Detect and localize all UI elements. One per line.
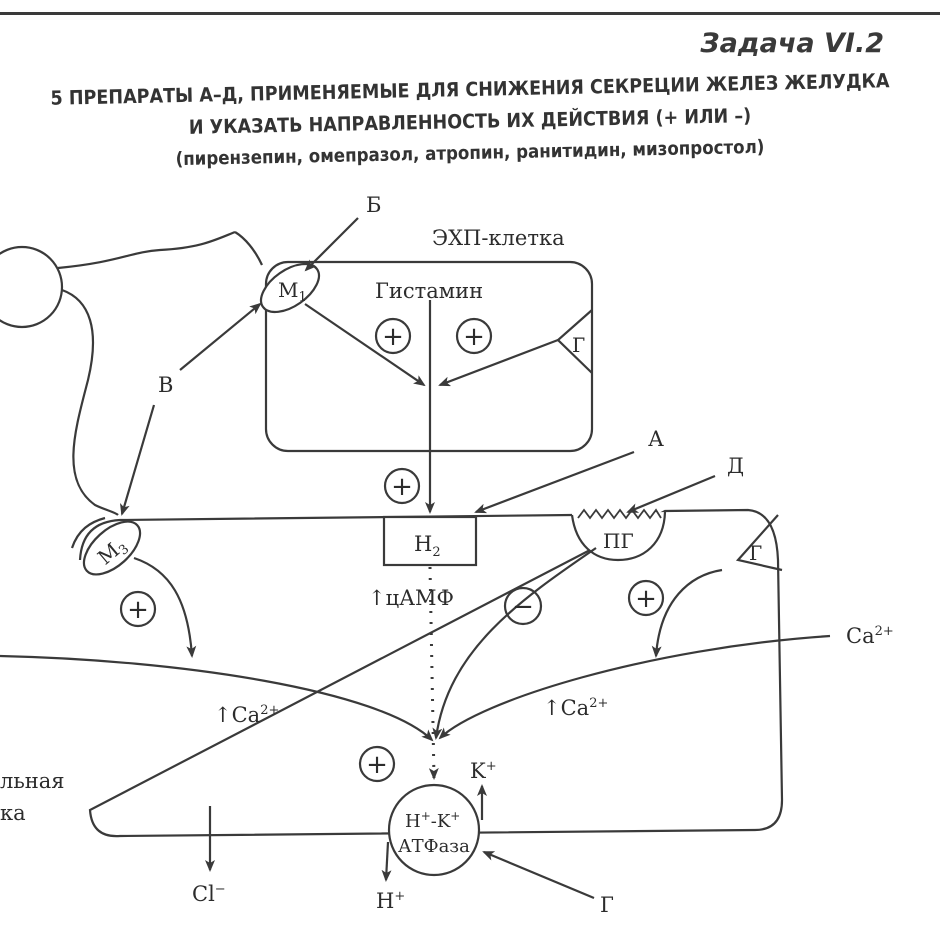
pump-label-line1: Н+-K+ <box>405 809 460 832</box>
arrow-drug-v-m3 <box>120 404 156 516</box>
minus-circle-pg <box>503 586 543 626</box>
m1-letter: М <box>278 278 298 302</box>
ca-outside-text: Ca <box>846 624 875 648</box>
pg-label: ПГ <box>603 529 634 553</box>
drug-a-label: А <box>648 427 664 451</box>
nerve-ending-m1 <box>234 231 263 266</box>
neuron-body <box>0 245 64 329</box>
plus-sign-histamine: + <box>391 472 413 502</box>
plus-sign-ca: + <box>366 750 388 780</box>
arrow-g-to-histamine <box>438 338 559 387</box>
drug-d-label: Д <box>727 454 744 478</box>
h-plus-label: Н+ <box>376 889 405 913</box>
pump-k-sup: + <box>450 809 460 823</box>
drug-g-label: Г <box>600 893 614 917</box>
proton-pump <box>387 783 481 877</box>
k-letter: K <box>470 759 486 783</box>
plus-circle-m3 <box>119 590 157 628</box>
arrow-drug-v-m1 <box>179 302 262 371</box>
plus-sign-g-parietal: + <box>635 584 657 614</box>
pump-k: -K <box>431 811 451 832</box>
histamine-label: Гистамин <box>375 279 483 303</box>
parietal-label-line1: льная <box>0 769 65 793</box>
nerve-ending-m3 <box>70 516 106 549</box>
g-receptor-ecl-label: Г <box>572 333 585 357</box>
ca-in-left-label: ↑Ca2+ <box>214 703 279 727</box>
h-sup: + <box>394 889 405 904</box>
arrow-pg-inhibit <box>432 547 597 740</box>
minus-sign-pg: − <box>512 592 534 622</box>
plus-circle-ca <box>358 745 396 783</box>
drug-b-label: Б <box>366 193 381 217</box>
ecl-cell-label: ЭХП-клетка <box>432 226 565 250</box>
cl-text: Cl <box>192 882 215 906</box>
plus-circle-histamine <box>383 467 421 505</box>
arrow-g-ca <box>651 568 723 658</box>
nerve-fiber-upper <box>57 230 236 270</box>
arrow-m3-ca <box>133 556 197 658</box>
ca-in-left-text: ↑Ca <box>214 703 260 727</box>
m1-subscript: 1 <box>298 290 306 305</box>
arrow-ca-left <box>0 654 434 742</box>
k-plus-label: K+ <box>470 759 497 783</box>
m1-receptor <box>259 262 321 314</box>
m1-label: М1 <box>278 278 307 305</box>
h2-label: Н2 <box>414 532 441 560</box>
ca-outside-sup: 2+ <box>875 624 894 639</box>
k-sup: + <box>486 759 497 774</box>
arrow-drug-b <box>304 217 359 272</box>
arrow-ca-right <box>438 634 831 740</box>
parietal-label-line2: ка <box>0 801 26 825</box>
ca-outside-label: Ca2+ <box>846 624 894 648</box>
m3-receptor <box>82 520 142 576</box>
ca-in-left-sup: 2+ <box>260 703 279 718</box>
ca-in-right-text: ↑Ca <box>543 696 589 720</box>
cl-sup: − <box>215 882 226 897</box>
plus-sign-m1: + <box>382 322 404 352</box>
plus-circle-m1 <box>374 317 412 355</box>
arrow-drug-a <box>474 450 635 514</box>
ca-in-right-label: ↑Ca2+ <box>543 696 608 720</box>
h2-receptor <box>382 515 478 567</box>
plus-circle-g <box>455 317 493 355</box>
pump-label-line2: АТФаза <box>398 836 470 857</box>
plus-sign-m3: + <box>127 595 149 625</box>
plus-sign-g: + <box>463 322 485 352</box>
arrow-m1-to-histamine <box>304 303 426 387</box>
g-receptor-parietal-label: Г <box>749 541 762 565</box>
camp-label: ↑цАМФ <box>368 586 454 610</box>
pump-h: Н <box>405 811 421 832</box>
gastrin-receptor-parietal <box>735 514 783 572</box>
page-top-rule <box>0 0 940 15</box>
ca-in-right-sup: 2+ <box>589 696 608 711</box>
h-letter: Н <box>376 889 394 913</box>
pg-receptor-zigzag <box>577 508 662 520</box>
plus-circle-g-parietal <box>627 579 665 617</box>
drug-v-label: В <box>158 373 173 397</box>
cl-minus-label: Cl− <box>192 882 226 906</box>
h2-subscript: 2 <box>432 545 440 560</box>
arrow-h-out <box>381 841 392 882</box>
h2-letter: Н <box>414 532 432 556</box>
task-number: Задача VI.2 <box>700 28 884 59</box>
arrow-drug-d <box>626 474 716 514</box>
nerve-fiber-lower <box>61 288 119 516</box>
pump-h-sup: + <box>421 809 431 823</box>
parietal-cell-membrane <box>78 508 784 838</box>
arrow-drug-g <box>482 850 595 900</box>
